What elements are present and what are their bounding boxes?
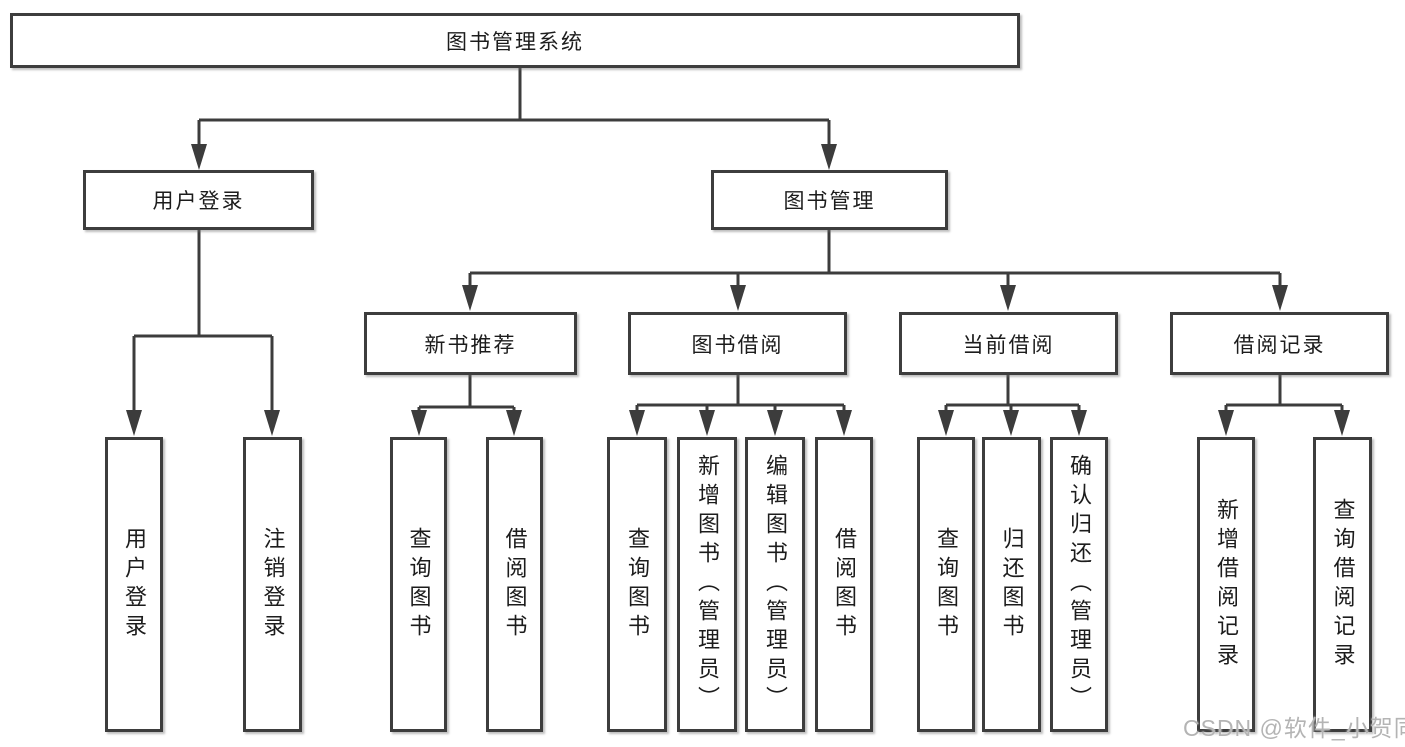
- node-label: 借阅图书: [502, 526, 528, 643]
- arrowhead: [1334, 410, 1350, 436]
- node-book-borrowing: 图书借阅: [628, 312, 847, 375]
- arrowhead: [462, 285, 478, 311]
- node-label: 查询图书: [625, 526, 650, 643]
- node-leaf-add-books-admin: 新增图书（管理员）: [677, 437, 737, 732]
- node-label: 图书管理系统: [446, 30, 584, 54]
- node-leaf-edit-books-admin: 编辑图书（管理员）: [745, 437, 805, 732]
- node-label: 新书推荐: [424, 333, 517, 357]
- node-label: 注销登录: [260, 526, 286, 643]
- arrowhead: [629, 410, 645, 436]
- node-label: 编辑图书（管理员）: [763, 454, 788, 715]
- node-user-login: 用户登录: [83, 170, 314, 230]
- node-label: 新增图书（管理员）: [695, 454, 720, 715]
- node-label: 确认归还（管理员）: [1067, 454, 1092, 715]
- node-current-borrowing: 当前借阅: [899, 312, 1118, 375]
- arrowhead: [699, 410, 715, 436]
- node-leaf-query-books-borrow: 查询图书: [607, 437, 667, 732]
- node-label: 图书管理: [783, 190, 876, 213]
- node-label: 借阅图书: [832, 526, 857, 643]
- arrowhead: [506, 410, 522, 436]
- node-new-book-recommendation: 新书推荐: [364, 312, 577, 375]
- node-label: 当前借阅: [962, 333, 1055, 357]
- node-leaf-logout: 注销登录: [243, 437, 302, 732]
- arrowhead: [264, 410, 280, 436]
- node-label: 新增借阅记录: [1214, 497, 1239, 672]
- node-leaf-borrow-books-recommend: 借阅图书: [486, 437, 543, 732]
- node-leaf-query-books-current: 查询图书: [917, 437, 975, 732]
- node-label: 图书借阅: [691, 333, 784, 357]
- node-label: 用户登录: [122, 526, 147, 643]
- node-leaf-confirm-return-admin: 确认归还（管理员）: [1050, 437, 1108, 732]
- node-label: 查询借阅记录: [1330, 497, 1356, 672]
- arrowhead: [1071, 410, 1087, 436]
- arrowhead: [1272, 285, 1288, 311]
- arrowhead: [411, 410, 427, 436]
- arrowhead: [836, 410, 852, 436]
- arrowhead: [821, 144, 837, 170]
- arrowhead-group: [126, 144, 1350, 436]
- node-leaf-user-login: 用户登录: [105, 437, 163, 732]
- node-leaf-query-books-recommend: 查询图书: [390, 437, 447, 732]
- arrowhead: [1003, 410, 1019, 436]
- csdn-watermark: CSDN @软件_小贺同学: [1183, 715, 1405, 741]
- node-borrowing-records: 借阅记录: [1170, 312, 1389, 375]
- node-leaf-borrow-books: 借阅图书: [815, 437, 873, 732]
- arrowhead: [730, 285, 746, 311]
- arrowhead: [126, 410, 142, 436]
- node-leaf-return-books: 归还图书: [982, 437, 1041, 732]
- node-book-management: 图书管理: [711, 170, 948, 230]
- arrowhead: [191, 144, 207, 170]
- node-label: 归还图书: [999, 526, 1025, 643]
- arrowhead: [1000, 285, 1016, 311]
- arrowhead: [767, 410, 783, 436]
- node-root-library-management-system: 图书管理系统: [10, 13, 1020, 68]
- node-label: 查询图书: [406, 526, 432, 643]
- arrowhead: [1218, 410, 1234, 436]
- node-leaf-query-borrow-record: 查询借阅记录: [1313, 437, 1372, 732]
- arrowhead: [938, 410, 954, 436]
- node-label: 查询图书: [934, 526, 959, 643]
- node-leaf-add-borrow-record: 新增借阅记录: [1197, 437, 1255, 732]
- node-label: 借阅记录: [1233, 333, 1326, 357]
- node-label: 用户登录: [152, 190, 245, 213]
